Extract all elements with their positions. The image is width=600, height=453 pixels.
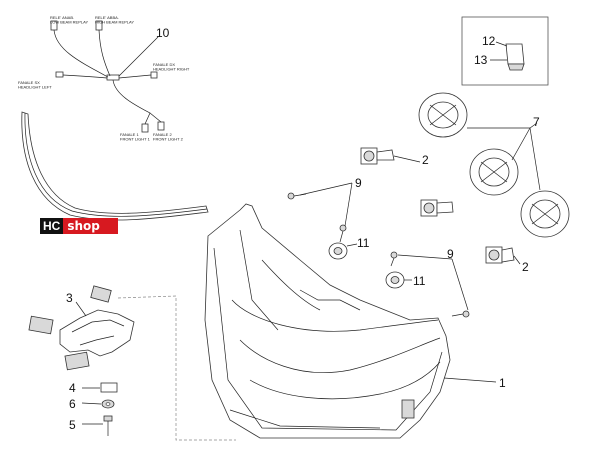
harness-wire (53, 29, 109, 78)
wiring-label: RELE' ABBA. (95, 15, 119, 20)
harness-wire (149, 112, 162, 123)
leader-line-7 (511, 127, 531, 161)
relay-body (505, 43, 525, 65)
wiring-label: RELE' ANAB. (50, 15, 74, 20)
grommet (328, 242, 348, 260)
wiring-label: FANALE 2 (153, 132, 172, 137)
bolt (82, 415, 113, 436)
callout-11: 11 (357, 236, 370, 250)
reflector-ring (520, 190, 570, 238)
harness-junction (106, 74, 120, 81)
leader-line-9 (299, 182, 353, 196)
wiring-label: FANALE SX (18, 80, 40, 85)
leader-line-7 (529, 122, 538, 129)
harness-wire (112, 79, 151, 125)
relay-box (461, 16, 549, 86)
headlight-connector (401, 399, 415, 419)
callout-13: 13 (474, 53, 488, 67)
callout-1: 1 (499, 376, 506, 390)
callout-2: 2 (422, 153, 429, 167)
callout-11: 11 (413, 274, 426, 288)
leader-line-7 (529, 127, 541, 191)
leader-line-9 (344, 182, 353, 227)
headlight-bracket (28, 285, 236, 441)
wiring-label: FRONT LIGHT 2 (153, 137, 184, 142)
bracket-pad (28, 315, 54, 335)
callout-3: 3 (66, 291, 73, 305)
leader-line-9 (451, 258, 469, 311)
wiring-label: HIGH BEAM REPLAY (95, 20, 134, 25)
grommet (385, 271, 405, 289)
callout-2: 2 (522, 260, 529, 274)
hc-shop-logo: HC shop (40, 218, 118, 234)
wiring-harness: RELE' ANAB. LOW BEAM REPLAY RELE' ABBA. … (18, 15, 190, 142)
wiring-label: FANALE 1 (120, 132, 139, 137)
washer (81, 399, 115, 409)
callout-6: 6 (69, 397, 76, 411)
wiring-label: HEADLIGHT RIGHT (153, 67, 190, 72)
leader-line-12 (495, 41, 508, 47)
wiring-label: LOW BEAM REPLAY (50, 20, 88, 25)
bracket-pad (90, 285, 112, 303)
wiring-label: HEADLIGHT LEFT (18, 85, 52, 90)
bulb (360, 147, 421, 165)
wiring-label: FRONT LIGHT 1 (120, 137, 151, 142)
callout-12: 12 (482, 34, 496, 48)
screw (339, 224, 347, 243)
leader-line-6 (81, 402, 102, 405)
logo-hc: HC (40, 218, 64, 234)
headlight-reflectors (418, 92, 570, 238)
callout-10: 10 (156, 26, 170, 40)
callout-4: 4 (69, 381, 76, 395)
callout-5: 5 (69, 418, 76, 432)
headlight-right-connector (150, 71, 158, 79)
headlight-left-connector (55, 71, 64, 78)
harness-wire (62, 74, 108, 79)
leader-line-1 (443, 377, 497, 383)
leader-line-3 (75, 301, 87, 317)
bulb (485, 246, 521, 265)
harness-wire (98, 29, 111, 77)
front-light-1-connector (141, 123, 149, 133)
front-light-2-connector (157, 121, 165, 131)
reflector-ring (418, 92, 468, 138)
headlight-assembly (204, 203, 497, 439)
callout-9: 9 (447, 247, 454, 261)
nut (82, 382, 118, 393)
relay-socket (507, 63, 525, 71)
wiring-label: FANALE DX (153, 62, 175, 67)
callout-9: 9 (355, 176, 362, 190)
bracket-pad (64, 351, 90, 371)
screw (451, 310, 470, 318)
bulb (420, 199, 454, 217)
leader-line-9 (397, 254, 453, 260)
reflector-ring (469, 148, 519, 196)
callout-7: 7 (533, 115, 540, 129)
leader-line-11 (346, 243, 358, 247)
logo-shop: shop (67, 219, 100, 233)
screw (390, 251, 398, 267)
relay-box-frame (461, 16, 549, 86)
leader-line-10 (118, 36, 159, 77)
harness-wire (118, 74, 152, 79)
trim-strip (21, 111, 209, 221)
